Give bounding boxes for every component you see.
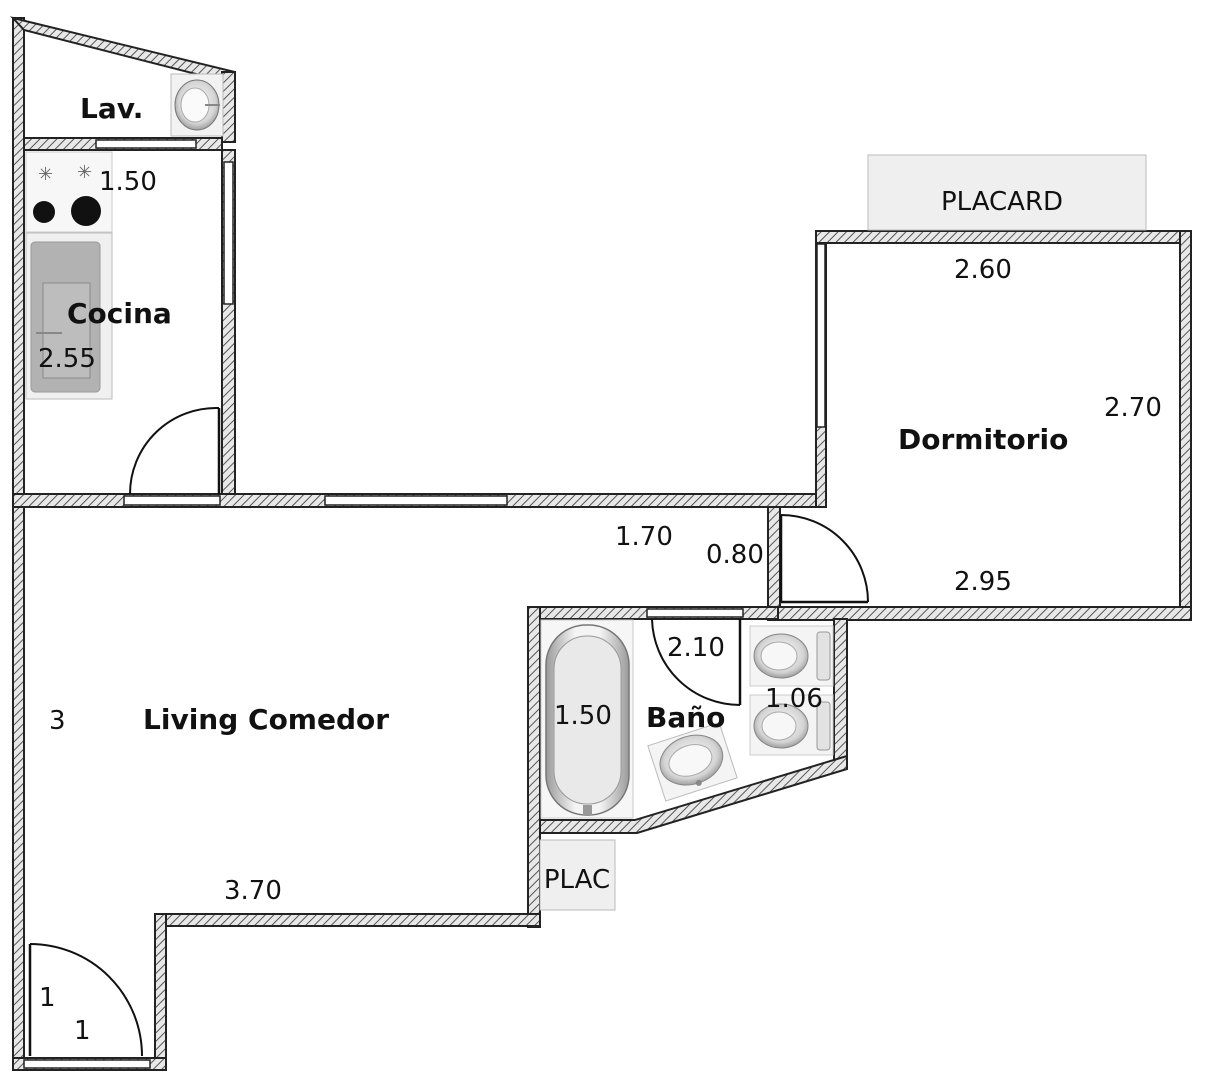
door-bano [651,618,742,706]
room-label-bano: Baño [646,701,725,734]
svg-text:✳: ✳ [77,162,92,183]
wall-hall-post [767,506,781,608]
plac-label: PLAC [544,865,610,895]
wall-dorm-north [815,230,1192,244]
dim-living-side: 3 [49,706,66,736]
window-cocina-east [223,161,234,305]
wall-lav-east [221,71,236,143]
wall-dorm-south [767,606,1192,621]
svg-text:✳: ✳ [38,164,53,185]
dim-bano-side: 1.06 [765,684,823,714]
window-bano-door [646,608,744,618]
bathtub-icon [540,619,634,819]
dim-entry-bottom: 1 [74,1016,91,1046]
placard-label: PLACARD [941,187,1063,217]
washbasin-icon [647,722,738,802]
dim-bano-tub: 1.50 [554,701,612,731]
toilet-icon [749,625,834,687]
dim-living-bottom: 3.70 [224,876,282,906]
wall-bano-east [833,618,848,765]
door-cocina [129,406,221,495]
wall-entry-east [154,913,167,1071]
wall-west [12,17,25,1071]
wall-living-south [154,913,541,927]
dim-hall-door: 0.80 [706,540,764,570]
wall-bano-slant [539,754,848,834]
room-label-cocina: Cocina [67,297,172,330]
window-living [324,495,508,506]
dim-bano-width: 2.10 [667,633,725,663]
door-entry [28,943,143,1057]
dim-dorm-top: 2.60 [954,255,1012,285]
stove-icon: ✳ ✳ [25,151,113,233]
dim-cocina-width: 1.50 [99,167,157,197]
room-label-dormitorio: Dormitorio [898,423,1068,456]
dim-dorm-bottom: 2.95 [954,567,1012,597]
door-dormitorio [779,514,869,604]
bidet-icon [749,694,834,756]
wall-bano-west [527,606,541,928]
wall-dorm-east [1179,230,1192,621]
window-entry [23,1059,151,1069]
dim-entry-side: 1 [39,983,56,1013]
window-lav [95,139,197,149]
window-cocina-door [123,495,221,506]
closet-plac: PLAC [539,839,616,911]
kitchen-sink-icon [25,232,113,400]
room-label-living: Living Comedor [143,703,389,736]
closet-placard: PLACARD [867,154,1147,231]
dim-dorm-side: 2.70 [1104,393,1162,423]
doors [28,406,869,1057]
room-label-lav: Lav. [80,92,143,125]
laundry-sink-icon [170,73,224,137]
fixtures: ✳ ✳ [25,73,834,819]
dim-cocina-length: 2.55 [38,344,96,374]
window-dorm [816,243,826,428]
dim-hall-width: 1.70 [615,522,673,552]
windows [23,139,826,1069]
